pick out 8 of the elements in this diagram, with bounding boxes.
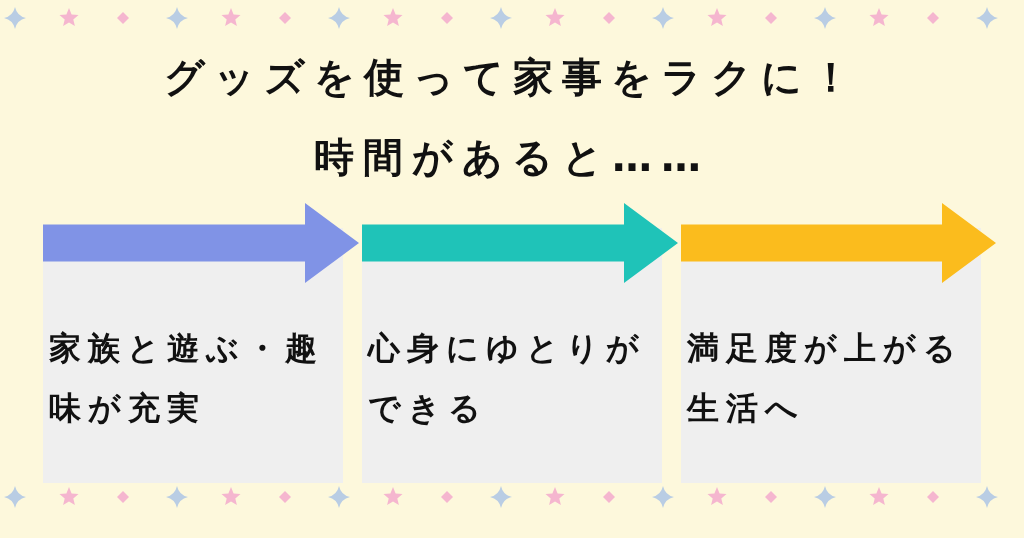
panel-text: 満足度が上がる生活へ [687,328,964,429]
arrow [681,203,996,283]
panel-text: 家族と遊ぶ・趣味が充実 [49,328,325,429]
arrow [43,203,359,283]
subtitle: 時間があると…… [313,133,711,182]
arrow [362,203,678,283]
title: グッズを使って家事をラクに！ [163,53,861,102]
panel-text: 心身にゆとりができる [368,328,647,429]
